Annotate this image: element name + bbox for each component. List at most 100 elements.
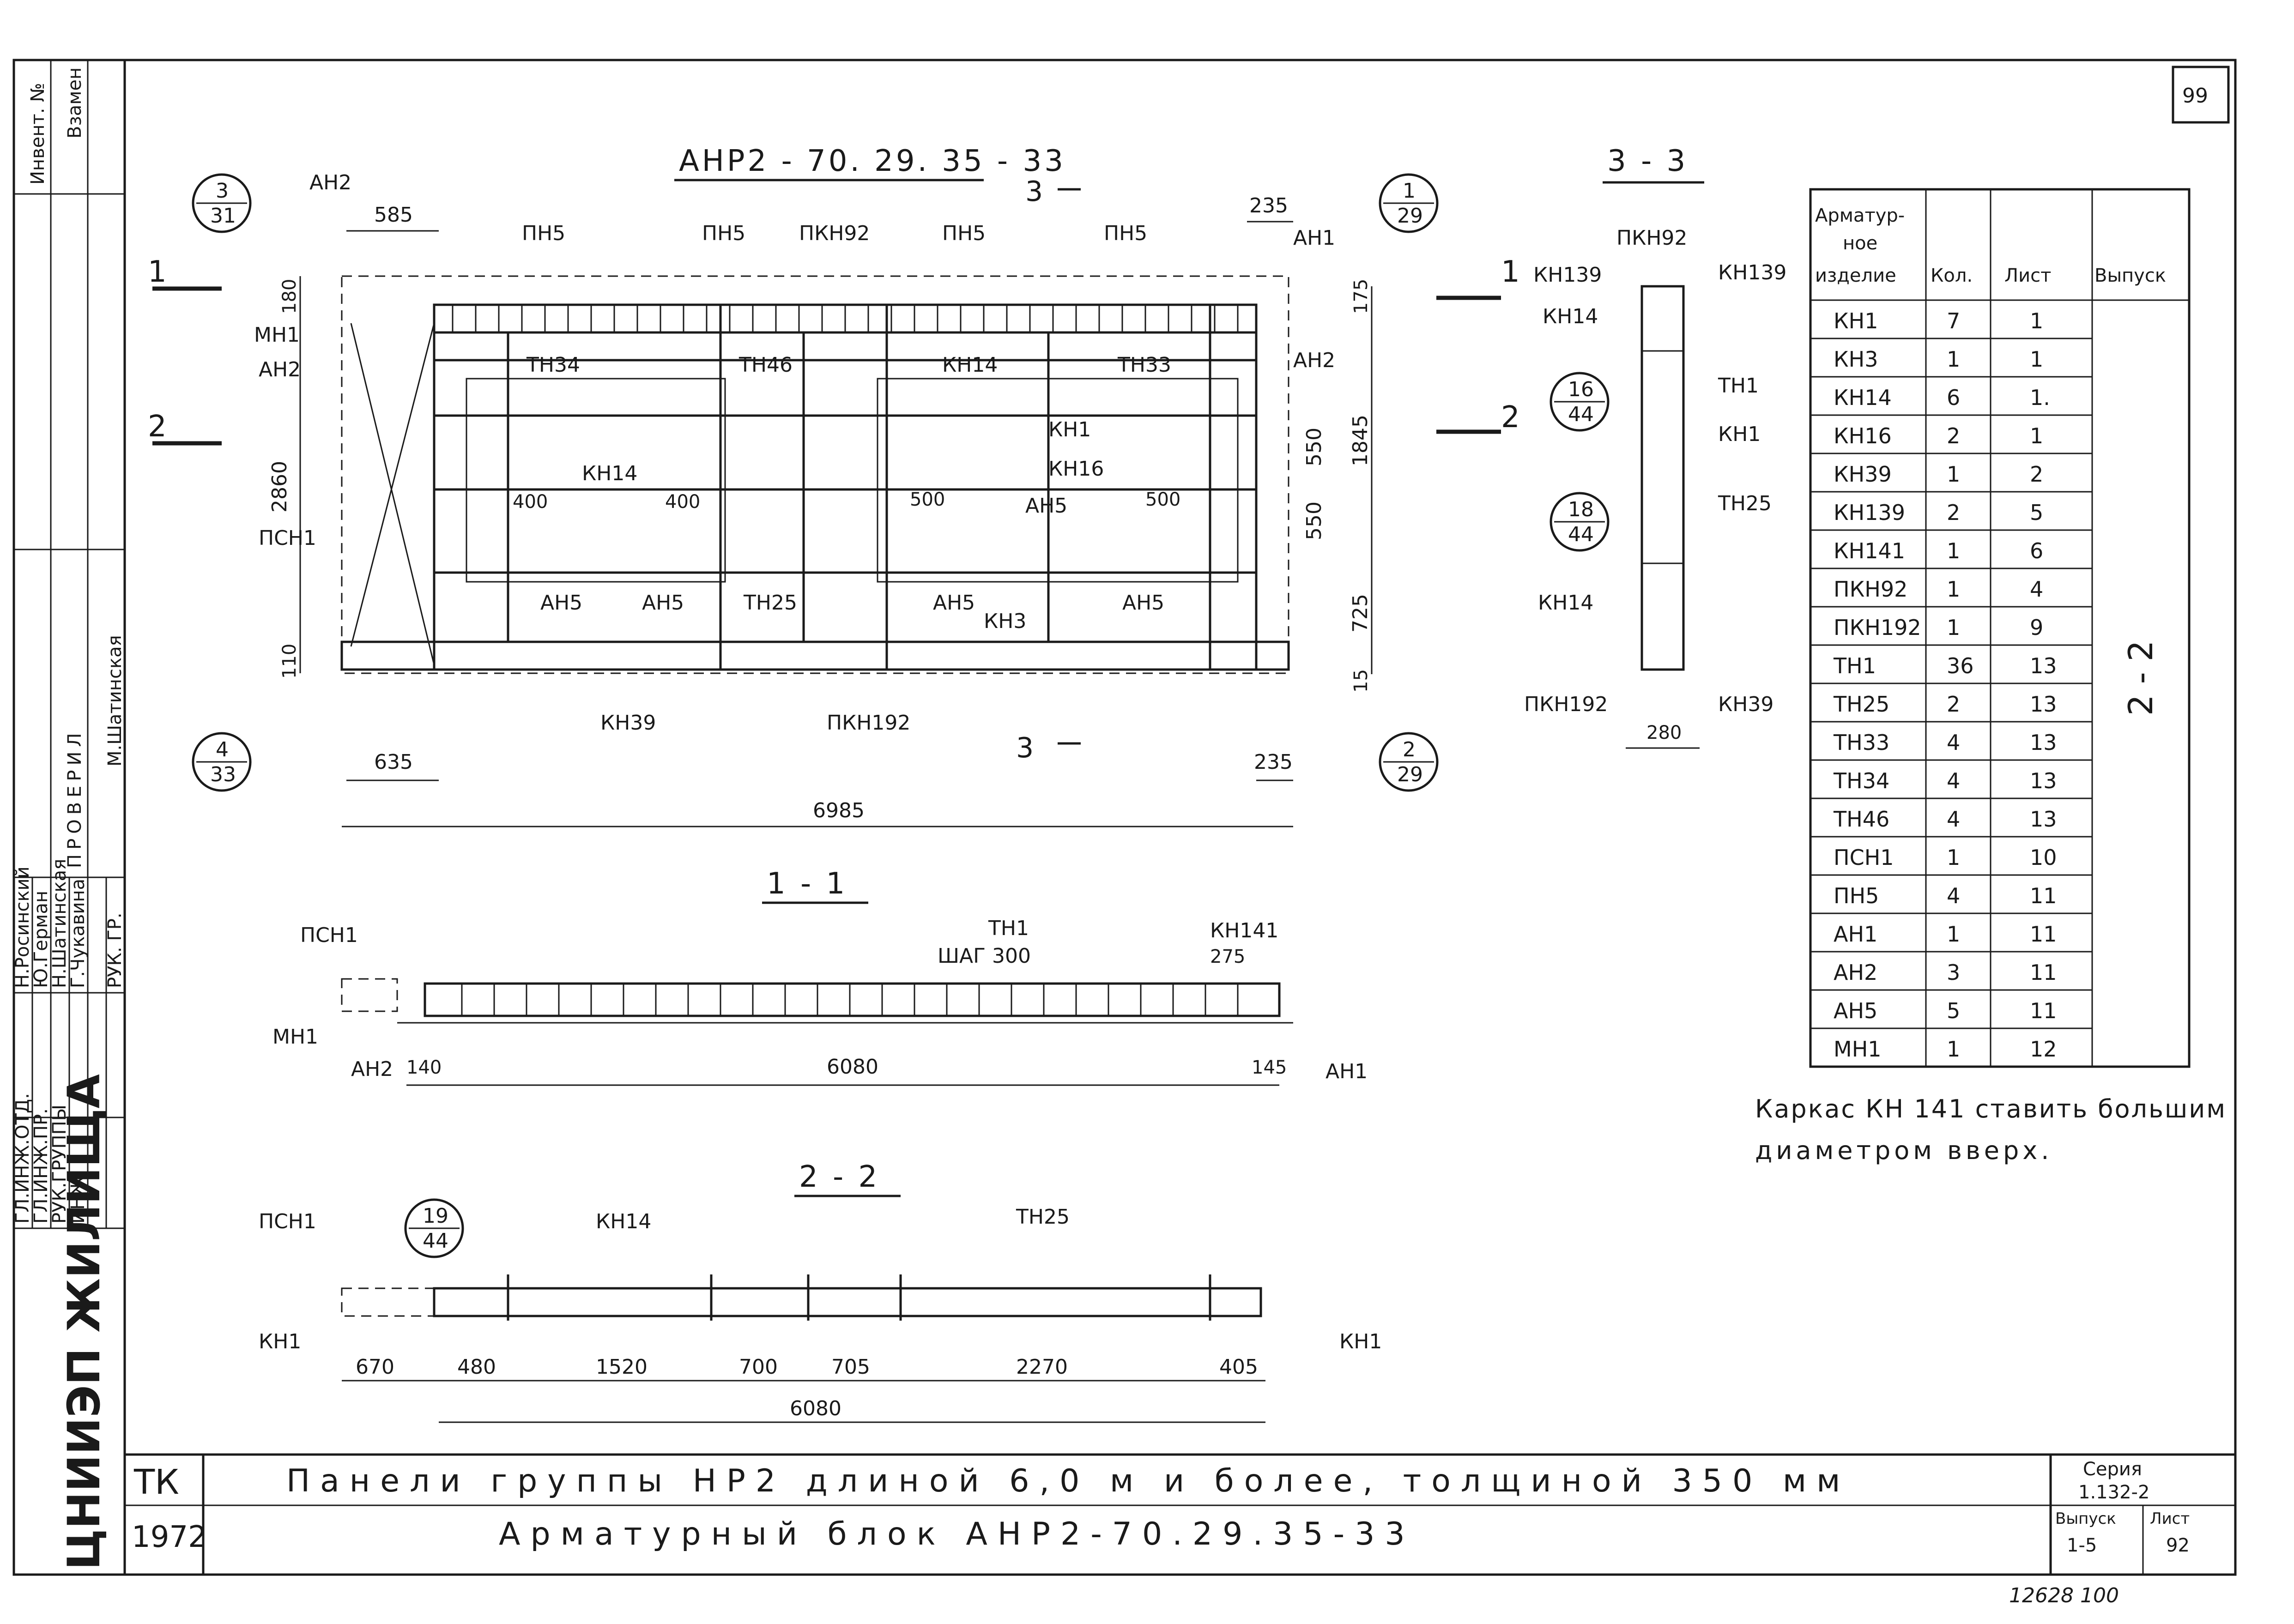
section-mark-2-left: 2: [148, 410, 167, 444]
label-an2-left: АН2: [259, 358, 301, 381]
table-cell-item: ПКН92: [1834, 577, 1907, 602]
table-cell-sheet: 2: [2030, 462, 2043, 487]
s33-callout-18-44: 18 44: [1550, 492, 1610, 552]
section-2-2-geometry: [341, 1274, 1265, 1423]
callout-3-31: 3 31: [192, 173, 252, 233]
table-cell-sheet: 13: [2030, 768, 2057, 793]
dim-175: 175: [1350, 279, 1372, 314]
s33-tn25: ТН25: [1718, 492, 1772, 515]
s22-callout-19-44: 19 44: [404, 1198, 464, 1258]
s33-kn1: КН1: [1718, 423, 1761, 446]
strip-name-2: Ю.Герман: [30, 891, 52, 988]
dim-400-a: 400: [513, 491, 548, 513]
table-cell-sheet: 6: [2030, 538, 2043, 563]
table-cell-item: АН5: [1834, 998, 1877, 1023]
label-kn14-a: КН14: [942, 353, 998, 377]
s22-dim-700: 700: [739, 1355, 778, 1379]
dim-6985: 6985: [813, 799, 865, 822]
strip-check-name: М.Шатинская: [104, 635, 126, 767]
tb-sheet: 92: [2166, 1535, 2190, 1556]
main-view-geometry: [152, 188, 1501, 827]
label-an5-2: АН5: [642, 591, 684, 615]
label-tn34: ТН34: [526, 353, 580, 377]
table-cell-qty: 2: [1947, 692, 1960, 717]
table-cell-sheet: 13: [2030, 807, 2057, 832]
s22-dim-480: 480: [457, 1355, 496, 1379]
dim-550-a: 550: [1302, 428, 1326, 466]
s11-kn141: КН141: [1210, 919, 1278, 942]
s33-kn14-top: КН14: [1543, 305, 1598, 328]
s22-dim-2270: 2270: [1016, 1355, 1068, 1379]
label-pkn92: ПКН92: [799, 222, 870, 245]
label-kn3: КН3: [984, 610, 1026, 633]
dim-110: 110: [279, 644, 300, 679]
s11-dim-140: 140: [406, 1057, 442, 1078]
table-cell-qty: 3: [1947, 960, 1960, 985]
table-cell-qty: 36: [1947, 653, 1974, 678]
table-cell-sheet: 11: [2030, 960, 2057, 985]
dim-1845: 1845: [1349, 415, 1372, 466]
strip-role-2: ГЛ.ИНЖ.ПР.: [30, 1108, 52, 1224]
table-cell-item: АН1: [1834, 922, 1877, 947]
table-cell-item: ТН33: [1833, 730, 1889, 755]
table-cell-item: ПН5: [1834, 883, 1879, 908]
table-cell-sheet: 1: [2030, 347, 2043, 372]
table-cell-qty: 2: [1947, 423, 1960, 448]
dim-235-bottom: 235: [1254, 750, 1293, 774]
strip-name-1: Н.Росинский: [12, 866, 33, 988]
table-cell-item: КН3: [1834, 347, 1878, 372]
table-cell-qty: 1: [1947, 538, 1960, 563]
s33-dim-280: 280: [1646, 722, 1682, 743]
tb-sheet-label: Лист: [2150, 1509, 2190, 1528]
table-header-item-2: ное: [1843, 233, 1877, 254]
table-cell-qty: 1: [1947, 577, 1960, 602]
table-cell-sheet: 9: [2030, 615, 2043, 640]
tb-series-label: Серия: [2083, 1459, 2142, 1480]
s33-kn14-bottom: КН14: [1538, 591, 1593, 615]
table-cell-sheet: 4: [2030, 577, 2043, 602]
s33-pkn192: ПКН192: [1524, 693, 1608, 716]
s33-callout-16-44-bottom: 44: [1568, 403, 1594, 426]
callout-2-29-bottom: 29: [1397, 763, 1423, 786]
table-header-sheet: Лист: [2004, 265, 2051, 286]
table-cell-qty: 1: [1947, 615, 1960, 640]
section-mark-1-right: 1: [1501, 255, 1520, 289]
callout-4-33: 4 33: [192, 732, 252, 792]
tb-year: 1972: [132, 1520, 207, 1554]
s33-callout-16-44-top: 16: [1568, 378, 1594, 401]
section-mark-2-right: 2: [1501, 400, 1520, 435]
section-1-1-title: 1 - 1: [767, 867, 847, 901]
strip-replace-label: Взамен: [64, 67, 85, 139]
table-cell-sheet: 13: [2030, 730, 2057, 755]
label-mn1: МН1: [254, 323, 300, 347]
s22-kn14: КН14: [596, 1210, 651, 1233]
label-kn1: КН1: [1048, 418, 1091, 441]
dim-500-a: 500: [910, 489, 945, 510]
table-cell-sheet: 13: [2030, 653, 2057, 678]
label-tn25: ТН25: [743, 591, 797, 615]
s11-dim-275: 275: [1210, 946, 1245, 967]
s22-callout-bottom: 44: [423, 1229, 448, 1253]
table-cell-qty: 4: [1947, 730, 1960, 755]
tb-issue: 1-5: [2067, 1535, 2097, 1556]
dim-235-top: 235: [1249, 194, 1288, 217]
callout-3-31-top: 3: [216, 179, 229, 203]
label-an5-1: АН5: [540, 591, 582, 615]
table-cell-item: ТН34: [1833, 768, 1889, 793]
table-cell-sheet: 5: [2030, 500, 2043, 525]
table-cell-sheet: 1: [2030, 308, 2043, 333]
table-cell-item: КН139: [1834, 500, 1905, 525]
label-an5-3: АН5: [933, 591, 975, 615]
s22-dim-670: 670: [356, 1355, 394, 1379]
table-cell-sheet: 1: [2030, 423, 2043, 448]
table-cell-qty: 4: [1947, 768, 1960, 793]
strip-inventory-label: Инвент. №: [27, 83, 48, 185]
note-line-1: Каркас КН 141 ставить большим: [1755, 1094, 2227, 1123]
table-cell-qty: 5: [1947, 998, 1960, 1023]
table-cell-sheet: 12: [2030, 1037, 2057, 1062]
s22-dim-405: 405: [1219, 1355, 1258, 1379]
label-psn1: ПСН1: [259, 526, 316, 550]
strip-name-3: Н.Шатинская: [49, 859, 70, 988]
s11-dim-145: 145: [1252, 1057, 1287, 1078]
table-header-qty: Кол.: [1931, 265, 1973, 286]
